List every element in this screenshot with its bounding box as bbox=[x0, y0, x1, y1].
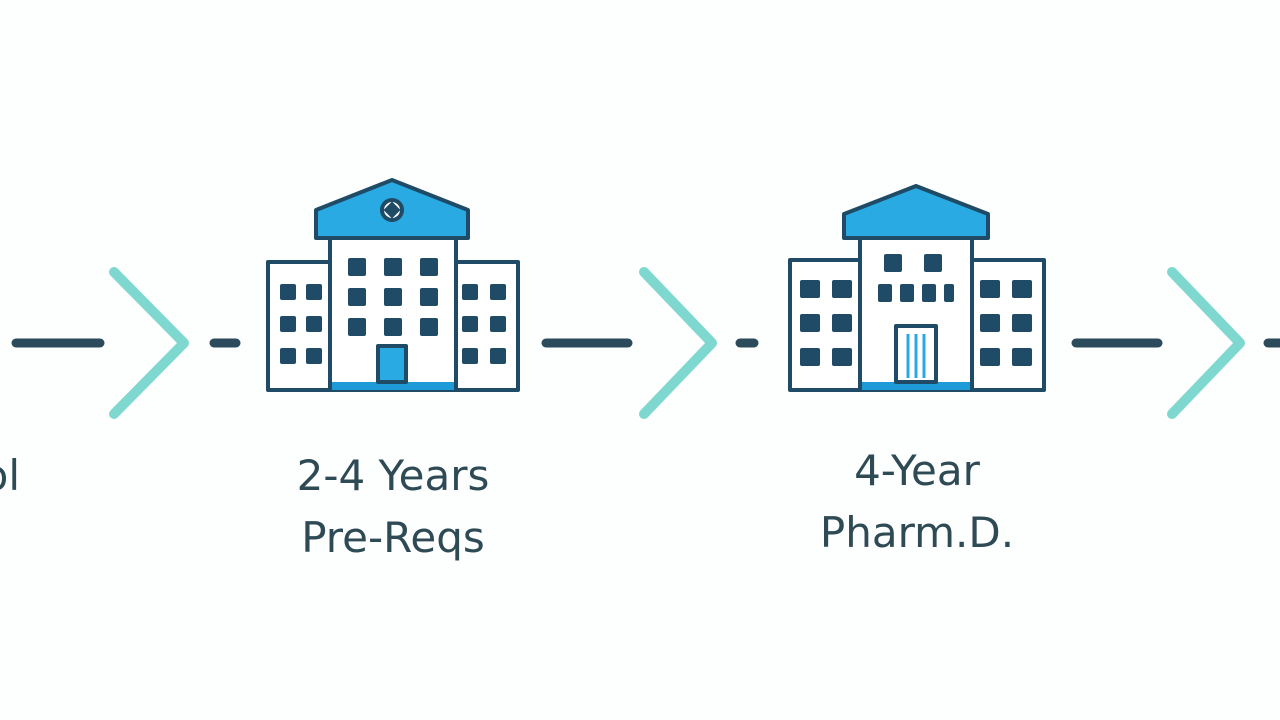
chevron-right-icon bbox=[109, 267, 189, 419]
chevron-right-icon bbox=[1167, 267, 1245, 419]
step-label-prereqs: 2-4 Years Pre-Reqs bbox=[243, 445, 543, 569]
building-icon bbox=[788, 184, 1046, 392]
step-label-line: 2-4 Years bbox=[296, 451, 490, 500]
step-label-line: 4-Year bbox=[854, 446, 980, 495]
building-icon bbox=[266, 178, 520, 392]
step-label-line: ol bbox=[0, 451, 20, 500]
step-label-school: ol bbox=[0, 445, 20, 507]
chevron-right-icon bbox=[639, 267, 717, 419]
step-label-line: Pre-Reqs bbox=[301, 513, 485, 562]
step-label-line: Pharm.D. bbox=[819, 508, 1015, 557]
step-label-pharmd: 4-Year Pharm.D. bbox=[767, 440, 1067, 564]
